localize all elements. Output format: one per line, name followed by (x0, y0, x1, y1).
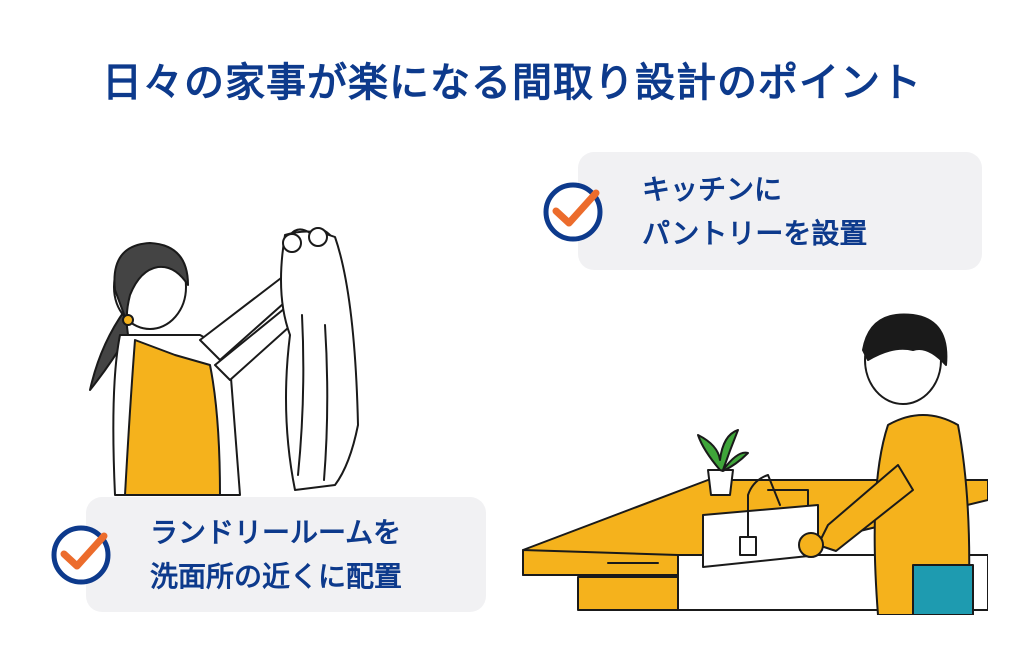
point-text-line-1: キッチンに (642, 173, 783, 206)
check-circle-icon (543, 182, 603, 242)
page-title: 日々の家事が楽になる間取り設計のポイント (102, 60, 922, 106)
point-card-pantry: キッチンに パントリーを設置 (543, 152, 982, 270)
point-card-laundry: ランドリールームを 洗面所の近くに配置 (51, 497, 486, 612)
point-text-line-2: 洗面所の近くに配置 (150, 560, 403, 593)
check-circle-icon (51, 525, 111, 585)
point-text-line-2: パントリーを設置 (642, 217, 868, 250)
kitchen-sink-man-illustration (522, 313, 988, 615)
point-text-line-1: ランドリールームを (150, 516, 402, 549)
woman-holding-shirt-illustration (89, 227, 359, 496)
